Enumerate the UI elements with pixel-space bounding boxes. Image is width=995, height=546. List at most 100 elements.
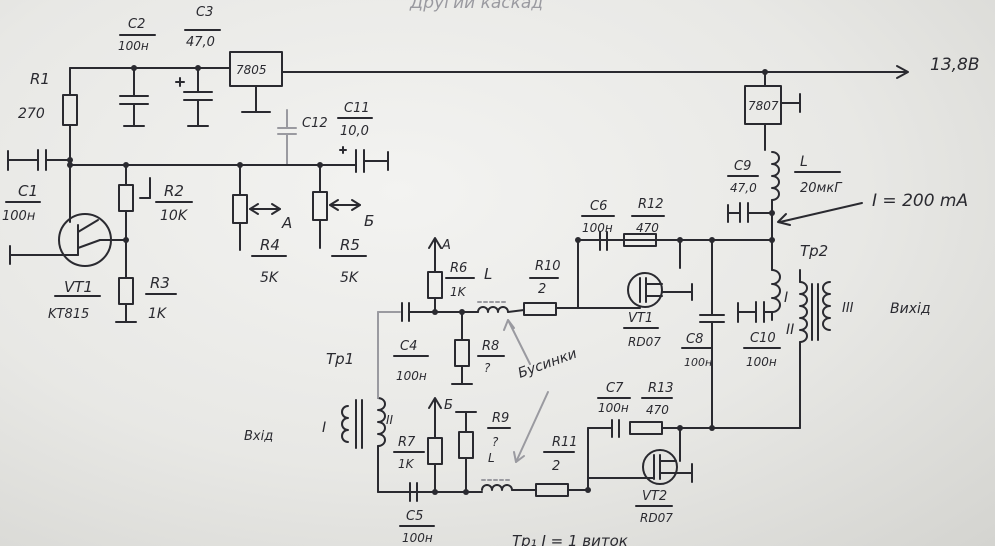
vt1-kt815-name: VT1 — [64, 278, 93, 296]
capacitor-c11 — [339, 146, 389, 173]
transistor-vt1-kt815 — [9, 164, 127, 267]
vt1-kt815-value: KT815 — [48, 307, 89, 322]
capacitor-c5 — [409, 482, 418, 502]
node-b-label: Б — [364, 212, 374, 230]
c11-name: C11 — [344, 101, 370, 116]
c2-name: C2 — [128, 17, 145, 32]
r8-name: R8 — [482, 339, 499, 354]
capacitor-c7 — [587, 419, 620, 438]
resistor-r5 — [312, 164, 361, 249]
tp2-winding-ii: II — [786, 322, 794, 338]
r9-l-label: L — [488, 451, 495, 465]
resistor-r6 — [427, 237, 443, 313]
capacitor-c10 — [737, 301, 773, 323]
bottom-note: Тр₁ I = 1 виток — [512, 532, 628, 546]
r12-name: R12 — [638, 197, 664, 212]
node-a-label: А — [281, 214, 292, 232]
r13-value: 470 — [646, 403, 669, 417]
c3-value: 47,0 — [186, 35, 215, 50]
tp1-winding-i: I — [322, 420, 326, 436]
r7-node-b: Б — [444, 398, 453, 413]
resistor-r9 — [455, 411, 477, 493]
c8-name: C8 — [686, 332, 703, 347]
r13-name: R13 — [648, 381, 674, 396]
ferrite-beads-top — [461, 301, 525, 313]
r4-name: R4 — [260, 236, 280, 254]
current-note: I = 200 mA — [872, 191, 968, 211]
regulator-7807 — [744, 71, 801, 151]
ferrite-beads-bottom — [481, 479, 537, 491]
r1-name: R1 — [30, 70, 50, 88]
output-label: Вихід — [890, 301, 931, 317]
transformer-tp1 — [341, 311, 386, 493]
r5-value: 5K — [340, 270, 360, 286]
r2-name: R2 — [164, 182, 184, 200]
current-arrow — [779, 202, 863, 223]
r6-node-a: А — [441, 238, 451, 253]
r10-value: 2 — [538, 282, 546, 297]
l-name: L — [800, 154, 808, 170]
r9-value: ? — [492, 435, 499, 449]
tp2-label: Тр2 — [800, 242, 828, 260]
mosfet-vt2-rd07 — [587, 427, 693, 485]
c10-value: 100н — [746, 355, 777, 369]
regulator-7805-label: 7805 — [236, 63, 267, 77]
r3-value: 1K — [148, 306, 168, 322]
c9-name: C9 — [734, 159, 751, 174]
c2-value: 100н — [118, 39, 149, 53]
inductor-l — [771, 151, 780, 241]
capacitor-c1 — [7, 149, 71, 171]
r2-value: 10K — [160, 208, 189, 224]
r12-value: 470 — [636, 221, 659, 235]
resistor-r7 — [427, 397, 443, 493]
c5-value: 100н — [402, 531, 433, 545]
beads-label: Бусинки — [516, 346, 579, 382]
capacitor-c6 — [599, 231, 608, 251]
c5-name: C5 — [406, 509, 423, 524]
r7-value: 1K — [398, 457, 415, 471]
transformer-tp2 — [771, 239, 831, 421]
header-text: Другий каскад — [409, 0, 543, 13]
resistor-r12 — [623, 233, 657, 247]
vt1-rd07-value: RD07 — [628, 335, 661, 349]
c4-name: C4 — [400, 339, 417, 354]
r3-name: R3 — [150, 274, 170, 292]
c6-name: C6 — [590, 199, 607, 214]
r1-value: 270 — [18, 106, 45, 122]
r6-value: 1K — [450, 285, 467, 299]
vt2-rd07-name: VT2 — [642, 489, 667, 504]
c6-value: 100н — [582, 221, 613, 235]
capacitor-c3 — [175, 67, 213, 127]
l-value: 20мкГ — [800, 181, 843, 196]
c4-value: 100н — [396, 369, 427, 383]
input-label: Вхід — [244, 429, 273, 444]
r8-value: ? — [484, 361, 491, 375]
r4-value: 5K — [260, 270, 280, 286]
output-voltage-label: 13,8В — [930, 55, 980, 75]
beads-l-label: L — [484, 265, 492, 283]
c8-value: 100н — [684, 356, 712, 369]
r6-name: R6 — [450, 261, 467, 276]
r11-name: R11 — [552, 435, 578, 450]
r10-name: R10 — [535, 259, 561, 274]
resistor-r8 — [451, 311, 473, 385]
c7-value: 100н — [598, 401, 629, 415]
regulator-7807-label: 7807 — [748, 99, 779, 113]
supply-rail-wire — [69, 65, 909, 79]
mosfet-vt1-rd07 — [555, 239, 693, 309]
resistor-r4 — [232, 164, 281, 251]
vt2-rd07-value: RD07 — [640, 511, 673, 525]
c10-name: C10 — [750, 331, 776, 346]
c1-value: 100н — [2, 209, 36, 224]
tp2-winding-i: I — [784, 290, 788, 306]
capacitor-c2 — [119, 67, 149, 127]
tp1-label: Тр1 — [326, 350, 354, 368]
c3-name: C3 — [196, 5, 213, 20]
vt1-rd07-name: VT1 — [628, 311, 653, 326]
c9-value: 47,0 — [730, 181, 757, 195]
r11-value: 2 — [552, 459, 560, 474]
tp1-winding-ii: II — [386, 413, 394, 427]
c1-name: C1 — [18, 182, 38, 200]
c7-name: C7 — [606, 381, 624, 396]
